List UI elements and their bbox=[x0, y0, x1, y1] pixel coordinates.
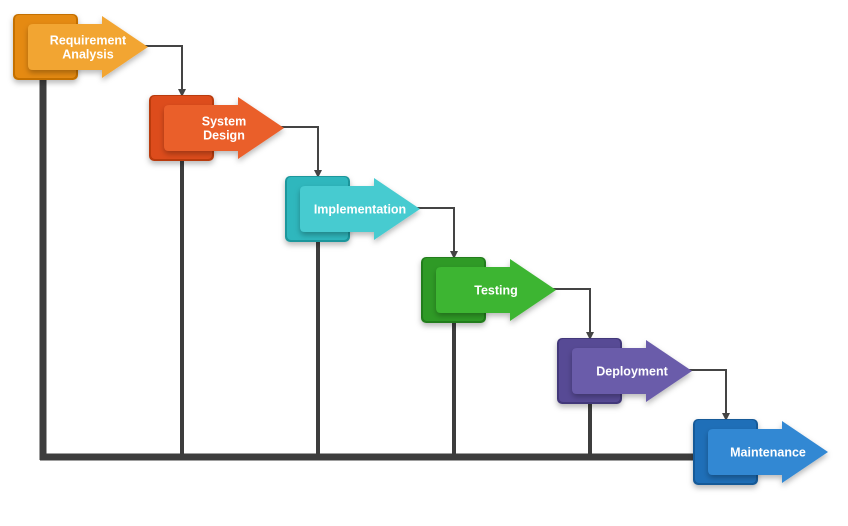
stage-arrow-system-design bbox=[164, 97, 284, 159]
connector-deployment-to-maintenance bbox=[686, 369, 730, 421]
stage-label-deployment: Deployment bbox=[596, 365, 668, 379]
stage-label-line: System bbox=[202, 115, 246, 129]
timeline-lines bbox=[39, 76, 697, 461]
stage-testing: Testing bbox=[421, 257, 556, 323]
stage-arrow-maintenance bbox=[708, 421, 828, 483]
stage-label-line: Maintenance bbox=[730, 446, 806, 460]
stage-label-line: Design bbox=[203, 129, 245, 143]
stage-deployment: Deployment bbox=[557, 338, 692, 404]
stage-arrow-testing bbox=[436, 259, 556, 321]
connector-implementation-to-testing bbox=[414, 207, 458, 259]
stage-label-line: Implementation bbox=[314, 203, 406, 217]
connector-requirement-analysis-to-system-design bbox=[142, 45, 186, 97]
stage-arrow-requirement-analysis bbox=[28, 16, 148, 78]
stage-label-maintenance: Maintenance bbox=[730, 446, 806, 460]
stage-label-testing: Testing bbox=[474, 284, 518, 298]
stage-arrow-deployment bbox=[572, 340, 692, 402]
stage-maintenance: Maintenance bbox=[693, 419, 828, 485]
connector-system-design-to-implementation bbox=[278, 126, 322, 178]
stage-label-implementation: Implementation bbox=[314, 203, 406, 217]
stage-connectors bbox=[142, 45, 730, 421]
stage-label-line: Testing bbox=[474, 284, 518, 298]
stage-label-line: Analysis bbox=[62, 48, 113, 62]
stage-implementation: Implementation bbox=[285, 176, 420, 242]
stage-label-line: Deployment bbox=[596, 365, 668, 379]
stage-label-line: Requirement bbox=[50, 34, 127, 48]
stage-arrow-implementation bbox=[300, 178, 420, 240]
connector-testing-to-deployment bbox=[550, 288, 594, 340]
